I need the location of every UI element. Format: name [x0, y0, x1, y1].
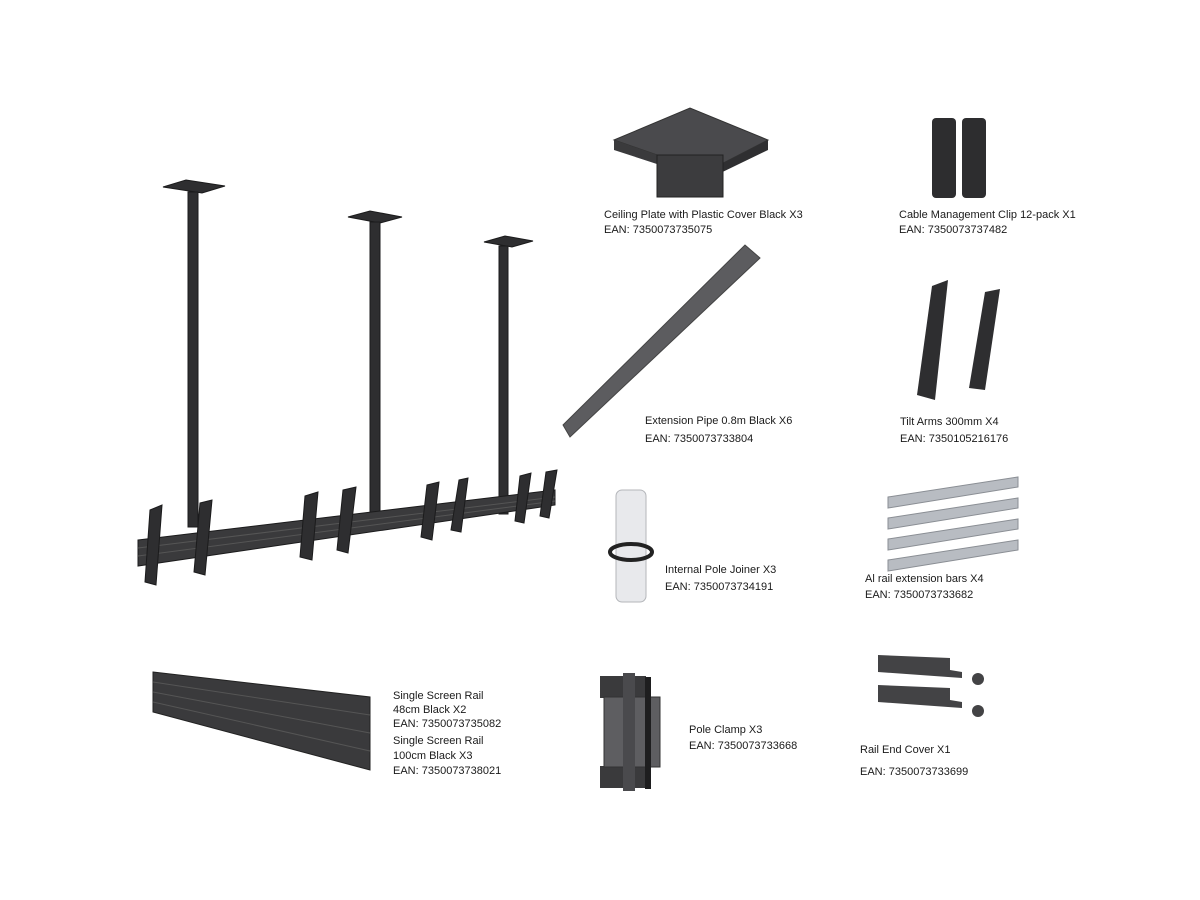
- al-rail-bars-icon: [887, 476, 1019, 572]
- part-label-pole-clamp: Pole Clamp X3 EAN: 7350073733668: [689, 722, 797, 754]
- tilt-arms-icon: [917, 280, 1000, 400]
- part-name: Ceiling Plate with Plastic Cover Black X…: [604, 209, 803, 221]
- part-ean: EAN: 7350105216176: [900, 433, 1009, 445]
- cable-clip-icon: [932, 118, 986, 198]
- part-label-cable-clip: Cable Management Clip 12-pack X1 EAN: 73…: [899, 208, 1076, 238]
- part-label-al-rail: Al rail extension bars X4 EAN: 735007373…: [865, 571, 984, 603]
- part-ean: EAN: 7350073733668: [689, 740, 798, 752]
- part-label-extension-pipe: Extension Pipe 0.8m Black X6 EAN: 735007…: [645, 412, 792, 448]
- single-screen-rail-icon: [152, 671, 371, 771]
- part-ean: EAN: 7350073733699: [860, 766, 969, 778]
- part-name: Al rail extension bars X4: [865, 573, 984, 585]
- part-name: Tilt Arms 300mm X4: [900, 416, 999, 428]
- part-ean: EAN: 7350073734191: [665, 581, 774, 593]
- part-name: Single Screen Rail: [393, 735, 484, 747]
- pole-clamp-icon: [600, 673, 661, 791]
- part-label-rail-48cm: Single Screen Rail 48cm Black X2 EAN: 73…: [393, 689, 501, 731]
- part-ean: EAN: 7350073735082: [393, 718, 502, 730]
- part-size: 100cm Black X3: [393, 750, 473, 762]
- part-ean: EAN: 7350073733804: [645, 433, 754, 445]
- part-label-rail-end-cover: Rail End Cover X1 EAN: 7350073733699: [860, 739, 968, 783]
- part-label-ceiling-plate: Ceiling Plate with Plastic Cover Black X…: [604, 208, 803, 238]
- part-label-pole-joiner: Internal Pole Joiner X3 EAN: 73500737341…: [665, 562, 776, 596]
- rail-end-cover-icon: [878, 655, 984, 717]
- part-ean: EAN: 7350073733682: [865, 589, 974, 601]
- part-ean: EAN: 7350073737482: [899, 224, 1008, 236]
- part-name: Internal Pole Joiner X3: [665, 564, 777, 576]
- assembled-ceiling-mount: [137, 179, 558, 586]
- ceiling-plate-icon: [612, 107, 770, 198]
- part-name: Extension Pipe 0.8m Black X6: [645, 415, 793, 427]
- part-name: Cable Management Clip 12-pack X1: [899, 209, 1076, 221]
- part-ean: EAN: 7350073735075: [604, 224, 713, 236]
- extension-pipe-icon: [562, 244, 761, 438]
- part-label-rail-100cm: Single Screen Rail 100cm Black X3 EAN: 7…: [393, 734, 501, 779]
- pole-joiner-icon: [608, 489, 654, 603]
- part-name: Rail End Cover X1: [860, 744, 951, 756]
- part-label-tilt-arms: Tilt Arms 300mm X4 EAN: 7350105216176: [900, 414, 1008, 448]
- part-name: Single Screen Rail: [393, 690, 484, 702]
- part-ean: EAN: 7350073738021: [393, 765, 502, 777]
- part-name: Pole Clamp X3: [689, 724, 763, 736]
- part-size: 48cm Black X2: [393, 704, 467, 716]
